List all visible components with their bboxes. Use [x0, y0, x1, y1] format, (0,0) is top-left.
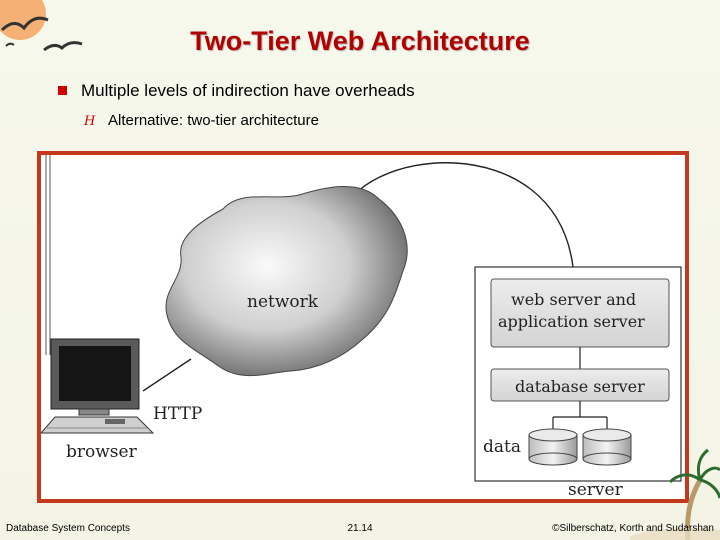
square-bullet-icon: [58, 86, 67, 95]
bullet-level-2: H Alternative: two-tier architecture: [84, 112, 319, 129]
data-label: data: [483, 437, 521, 457]
footer-left: Database System Concepts: [6, 523, 130, 534]
palm-tree-icon: [630, 448, 720, 540]
server-label: server: [568, 480, 624, 499]
web-server-label-line1: web server and: [511, 290, 636, 309]
browser-label: browser: [66, 442, 138, 462]
bullet-level-1: Multiple levels of indirection have over…: [58, 81, 415, 101]
footer-page-number: 21.14: [347, 523, 373, 534]
bullet-text: Alternative: two-tier architecture: [108, 112, 319, 129]
seagull-logo-icon: [0, 0, 83, 52]
network-label: network: [247, 292, 319, 312]
architecture-diagram: network browser HTTP web server and appl…: [41, 155, 682, 499]
architecture-figure: network browser HTTP web server and appl…: [37, 151, 689, 503]
bullet-text: Multiple levels of indirection have over…: [81, 81, 415, 100]
script-h-bullet-icon: H: [84, 114, 96, 129]
footer-right: ©Silberschatz, Korth and Sudarshan: [552, 523, 714, 534]
http-label: HTTP: [153, 404, 202, 424]
computer-icon: [41, 338, 155, 434]
network-cloud: [165, 186, 408, 376]
disk-icon: [582, 428, 632, 466]
disk-icon: [528, 428, 578, 466]
web-server-label-line2: application server: [498, 312, 645, 331]
slide-title: Two-Tier Web Architecture: [190, 26, 530, 56]
database-server-label: database server: [515, 377, 645, 396]
